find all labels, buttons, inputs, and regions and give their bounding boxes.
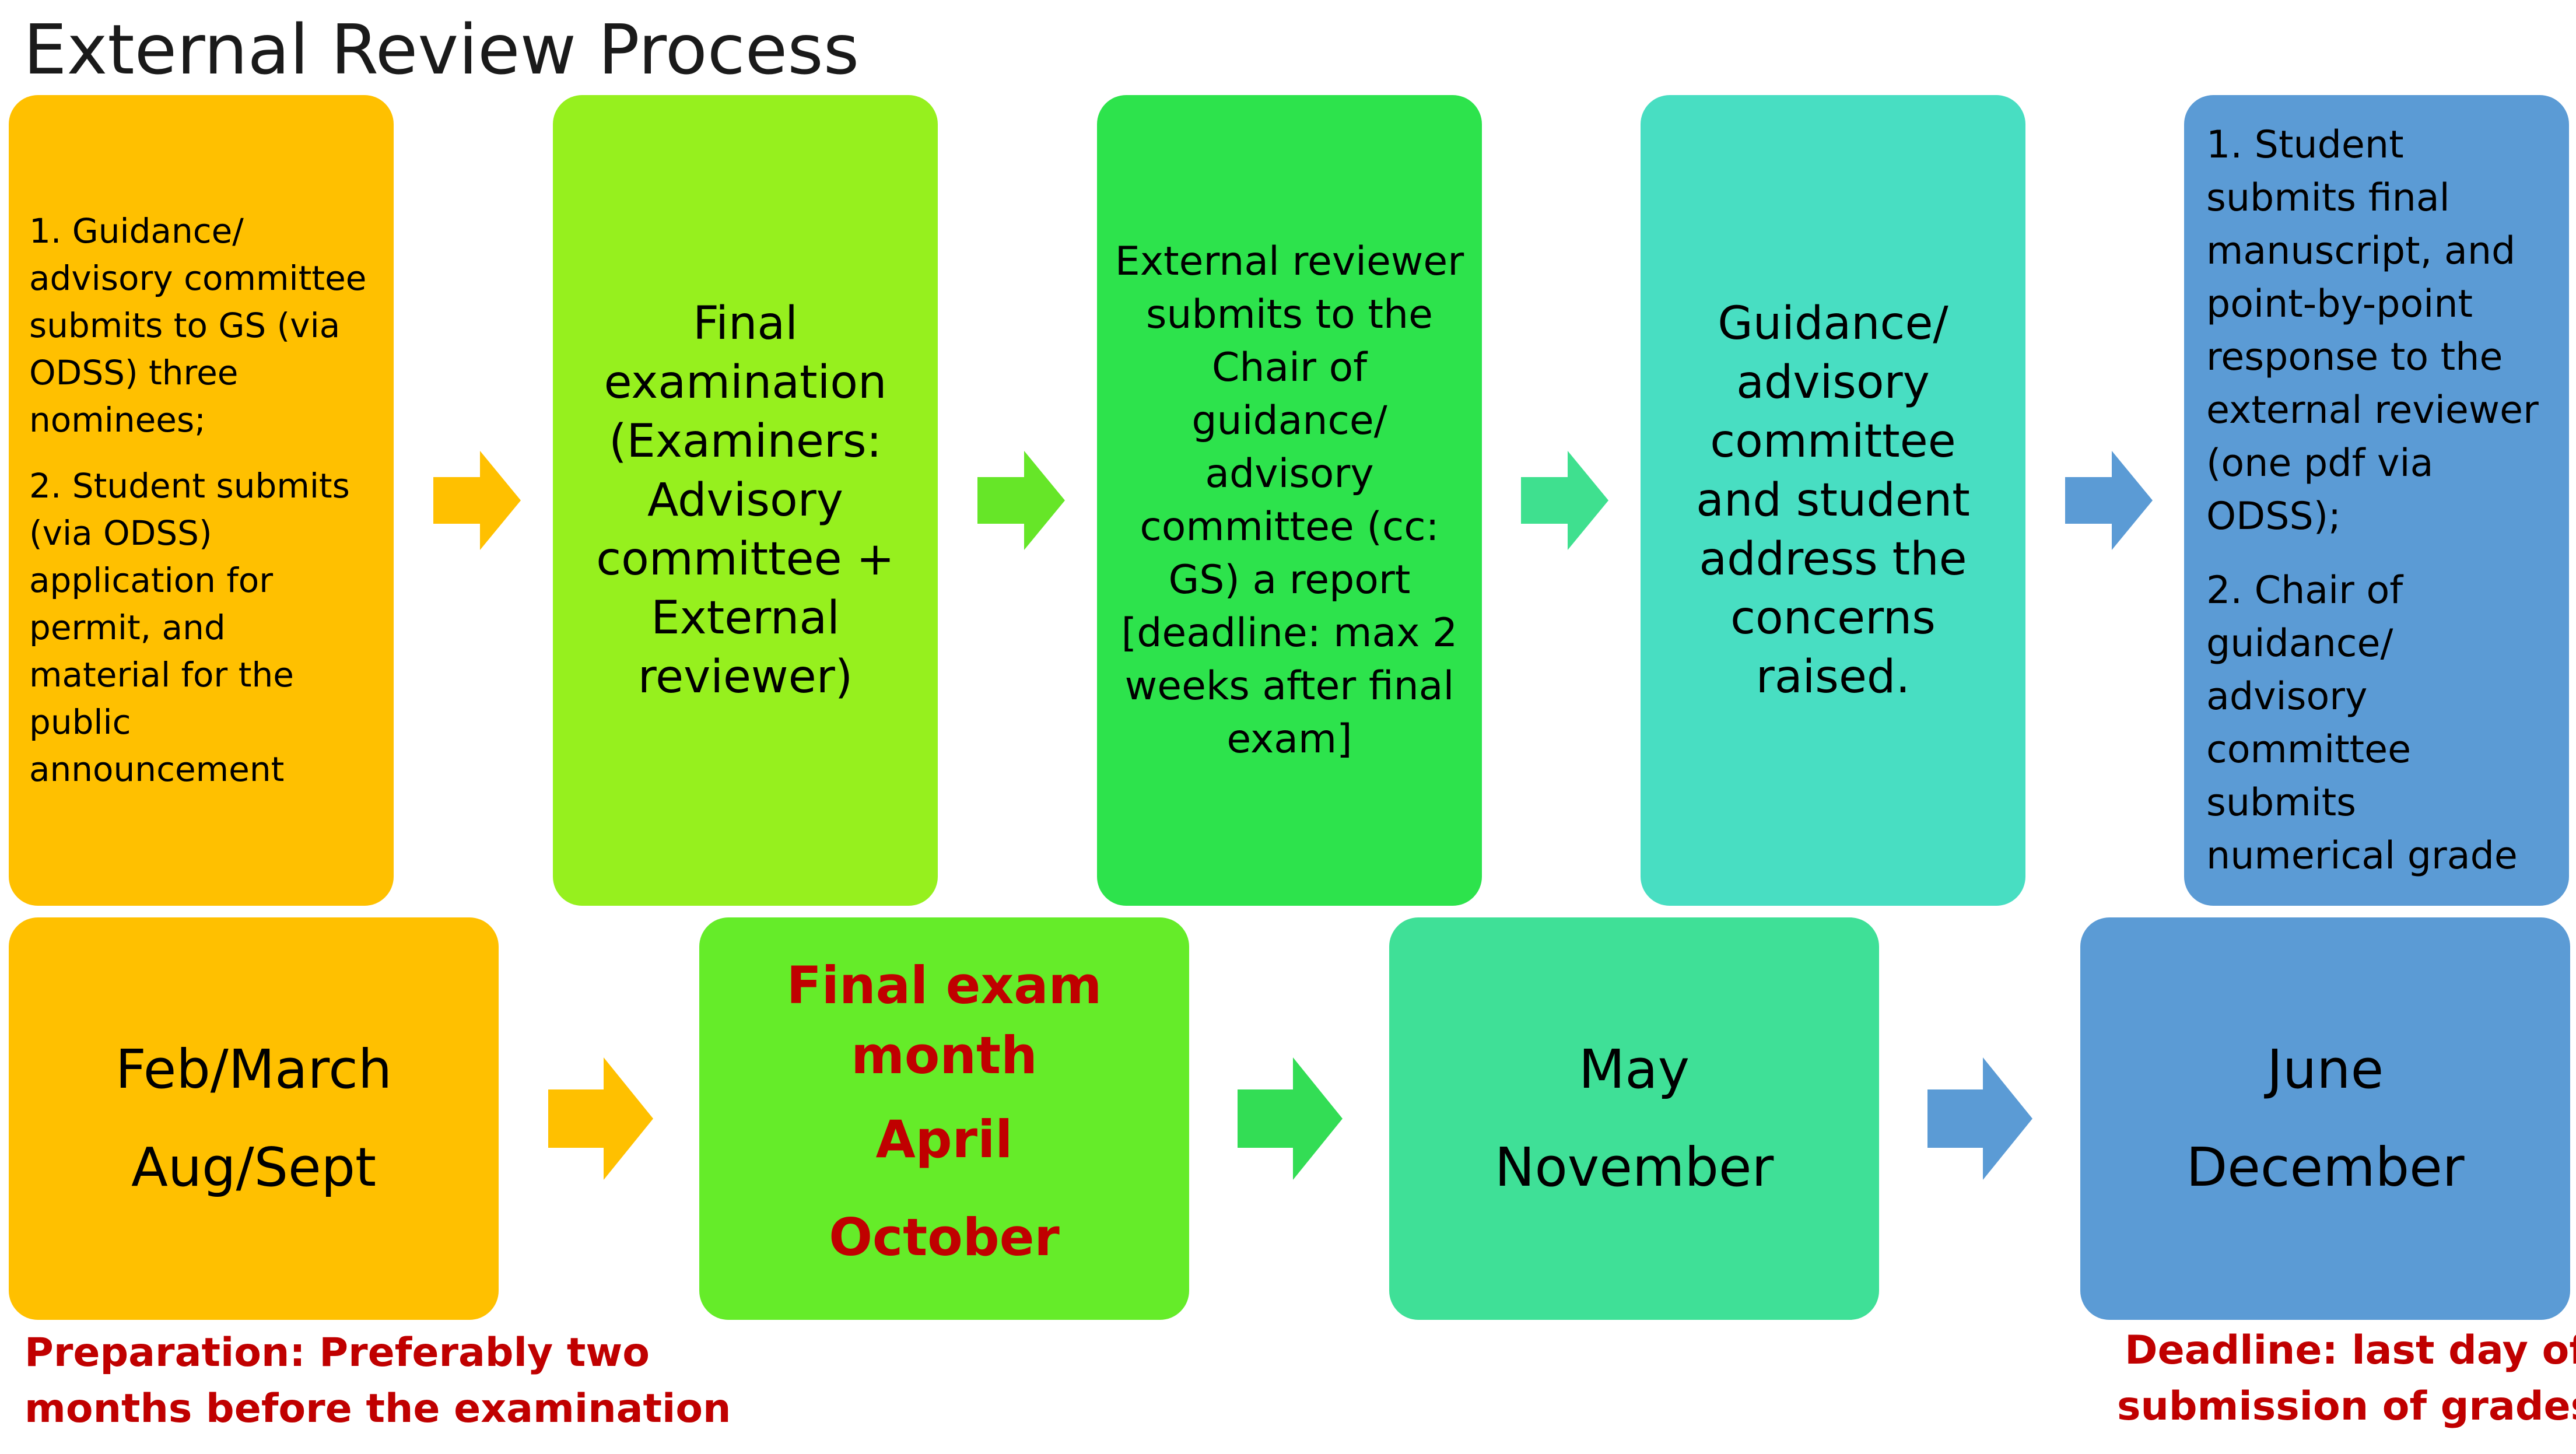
timeline-review-line-2: November (1494, 1136, 1774, 1199)
step-address-concerns-text: Guidance/ advisory committee and student… (1696, 297, 1970, 703)
deadline-note-line-2: submission of grades (2117, 1383, 2576, 1430)
timeline-final-exam-line-2: October (829, 1207, 1060, 1267)
step-final-exam-box: Final examination (Examiners: Advisory c… (553, 95, 938, 906)
step-address-concerns-box: Guidance/ advisory committee and student… (1641, 95, 2025, 906)
step-final-exam-text: Final examination (Examiners: Advisory c… (596, 297, 895, 703)
arrow-right-icon (977, 451, 1065, 550)
arrow-right-icon (2065, 451, 2153, 550)
step-nomination-item-2: 2. Student submits (via ODSS) applicatio… (29, 466, 350, 789)
step-final-submission-item-2: 2. Chair of guidance/ advisory committee… (2206, 569, 2518, 878)
timeline-submission-line-2: December (2186, 1136, 2465, 1199)
timeline-final-exam-box: Final exam month April October (699, 917, 1189, 1320)
step-final-submission-box: 1. Student submits final manuscript, and… (2184, 95, 2569, 906)
timeline-preparation-line-2: Aug/Sept (131, 1136, 377, 1199)
arrow-right-icon (1238, 1057, 1343, 1180)
timeline-submission-box: June December (2080, 917, 2570, 1320)
preparation-note: Preparation: Preferably two months befor… (24, 1325, 731, 1437)
deadline-note-line-1: Deadline: last day of (2125, 1327, 2576, 1374)
timeline-final-exam-line-1: April (875, 1109, 1013, 1169)
timeline-final-exam-heading: Final exam month (786, 955, 1102, 1085)
preparation-note-line-1: Preparation: Preferably two (24, 1330, 650, 1376)
timeline-submission-line-1: June (2266, 1038, 2384, 1101)
step-reviewer-report-text: External reviewer submits to the Chair o… (1114, 239, 1464, 762)
deadline-note: Deadline: last day of submission of grad… (2117, 1323, 2576, 1435)
step-final-submission-item-1: 1. Student submits final manuscript, and… (2206, 123, 2539, 538)
arrow-right-icon (1521, 451, 1608, 550)
step-nomination-box: 1. Guidance/ advisory committee submits … (9, 95, 394, 906)
preparation-note-line-2: months before the examination (24, 1386, 731, 1432)
page-title: External Review Process (23, 9, 860, 90)
step-nomination-item-1: 1. Guidance/ advisory committee submits … (29, 211, 367, 440)
timeline-preparation-box: Feb/March Aug/Sept (9, 917, 499, 1320)
timeline-review-box: May November (1389, 917, 1879, 1320)
arrow-right-icon (548, 1057, 653, 1180)
arrow-right-icon (433, 451, 521, 550)
timeline-preparation-line-1: Feb/March (115, 1038, 392, 1101)
step-reviewer-report-box: External reviewer submits to the Chair o… (1097, 95, 1482, 906)
timeline-review-line-1: May (1578, 1038, 1690, 1101)
arrow-right-icon (1927, 1057, 2032, 1180)
